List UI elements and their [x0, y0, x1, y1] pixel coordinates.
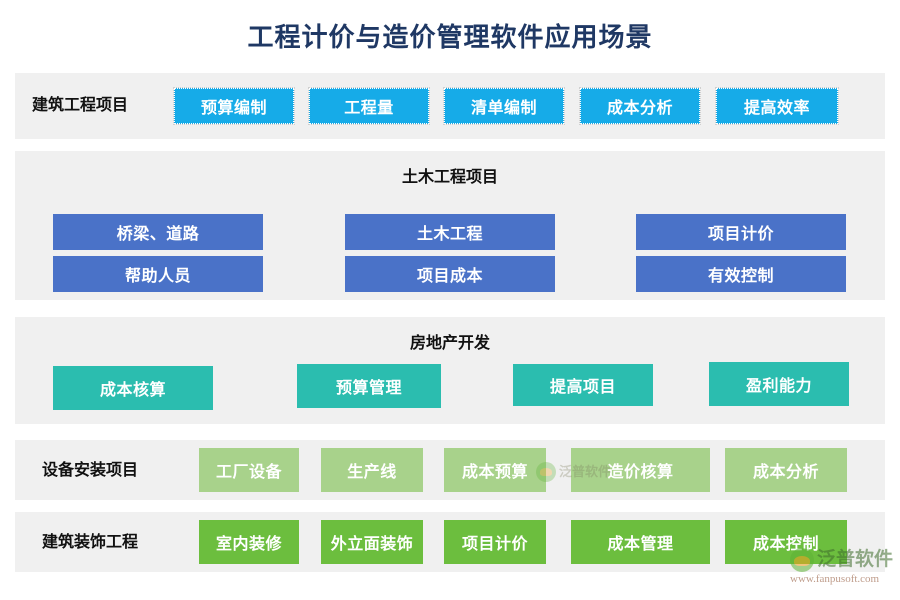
row-label-equipment-installation: 设备安装项目 — [42, 462, 139, 479]
chip-improve-efficiency[interactable]: 提高效率 — [715, 87, 839, 125]
chip-budget-management[interactable]: 预算管理 — [297, 364, 441, 408]
watermark-url: www.fanpusoft.com — [790, 573, 880, 585]
section-header-real-estate-development: 房地产开发 — [409, 335, 490, 352]
chip-cost-control[interactable]: 成本控制 — [725, 520, 847, 564]
chip-project-cost[interactable]: 项目成本 — [345, 256, 555, 292]
chip-interior-decoration[interactable]: 室内装修 — [199, 520, 299, 564]
row-label-construction-engineering: 建筑工程项目 — [32, 97, 129, 114]
chip-support-staff[interactable]: 帮助人员 — [53, 256, 263, 292]
chip-cost-analysis[interactable]: 成本分析 — [579, 87, 701, 125]
page-title: 工程计价与造价管理软件应用场景 — [247, 22, 653, 52]
chip-facade-decoration[interactable]: 外立面装饰 — [321, 520, 423, 564]
chip-profitability[interactable]: 盈利能力 — [709, 362, 849, 406]
section-header-civil-engineering: 土木工程项目 — [401, 169, 498, 186]
chip-budget-preparation[interactable]: 预算编制 — [173, 87, 295, 125]
chip-production-line[interactable]: 生产线 — [321, 448, 423, 492]
chip-cost-accounting[interactable]: 成本核算 — [53, 366, 213, 410]
row-label-architectural-decoration: 建筑装饰工程 — [42, 534, 139, 551]
chip-effective-control[interactable]: 有效控制 — [636, 256, 846, 292]
chip-cost-management[interactable]: 成本管理 — [571, 520, 710, 564]
chip-cost-analysis-equipment[interactable]: 成本分析 — [725, 448, 847, 492]
chip-cost-valuation[interactable]: 造价核算 — [571, 448, 710, 492]
chip-bill-preparation[interactable]: 清单编制 — [443, 87, 565, 125]
chip-improve-project[interactable]: 提高项目 — [513, 364, 653, 406]
chip-civil-engineering[interactable]: 土木工程 — [345, 214, 555, 250]
chip-project-valuation[interactable]: 项目计价 — [636, 214, 846, 250]
chip-cost-budget[interactable]: 成本预算 — [444, 448, 546, 492]
chip-engineering-quantity[interactable]: 工程量 — [308, 87, 430, 125]
chip-project-valuation-decoration[interactable]: 项目计价 — [444, 520, 546, 564]
chip-bridges-roads[interactable]: 桥梁、道路 — [53, 214, 263, 250]
chip-factory-equipment[interactable]: 工厂设备 — [199, 448, 299, 492]
